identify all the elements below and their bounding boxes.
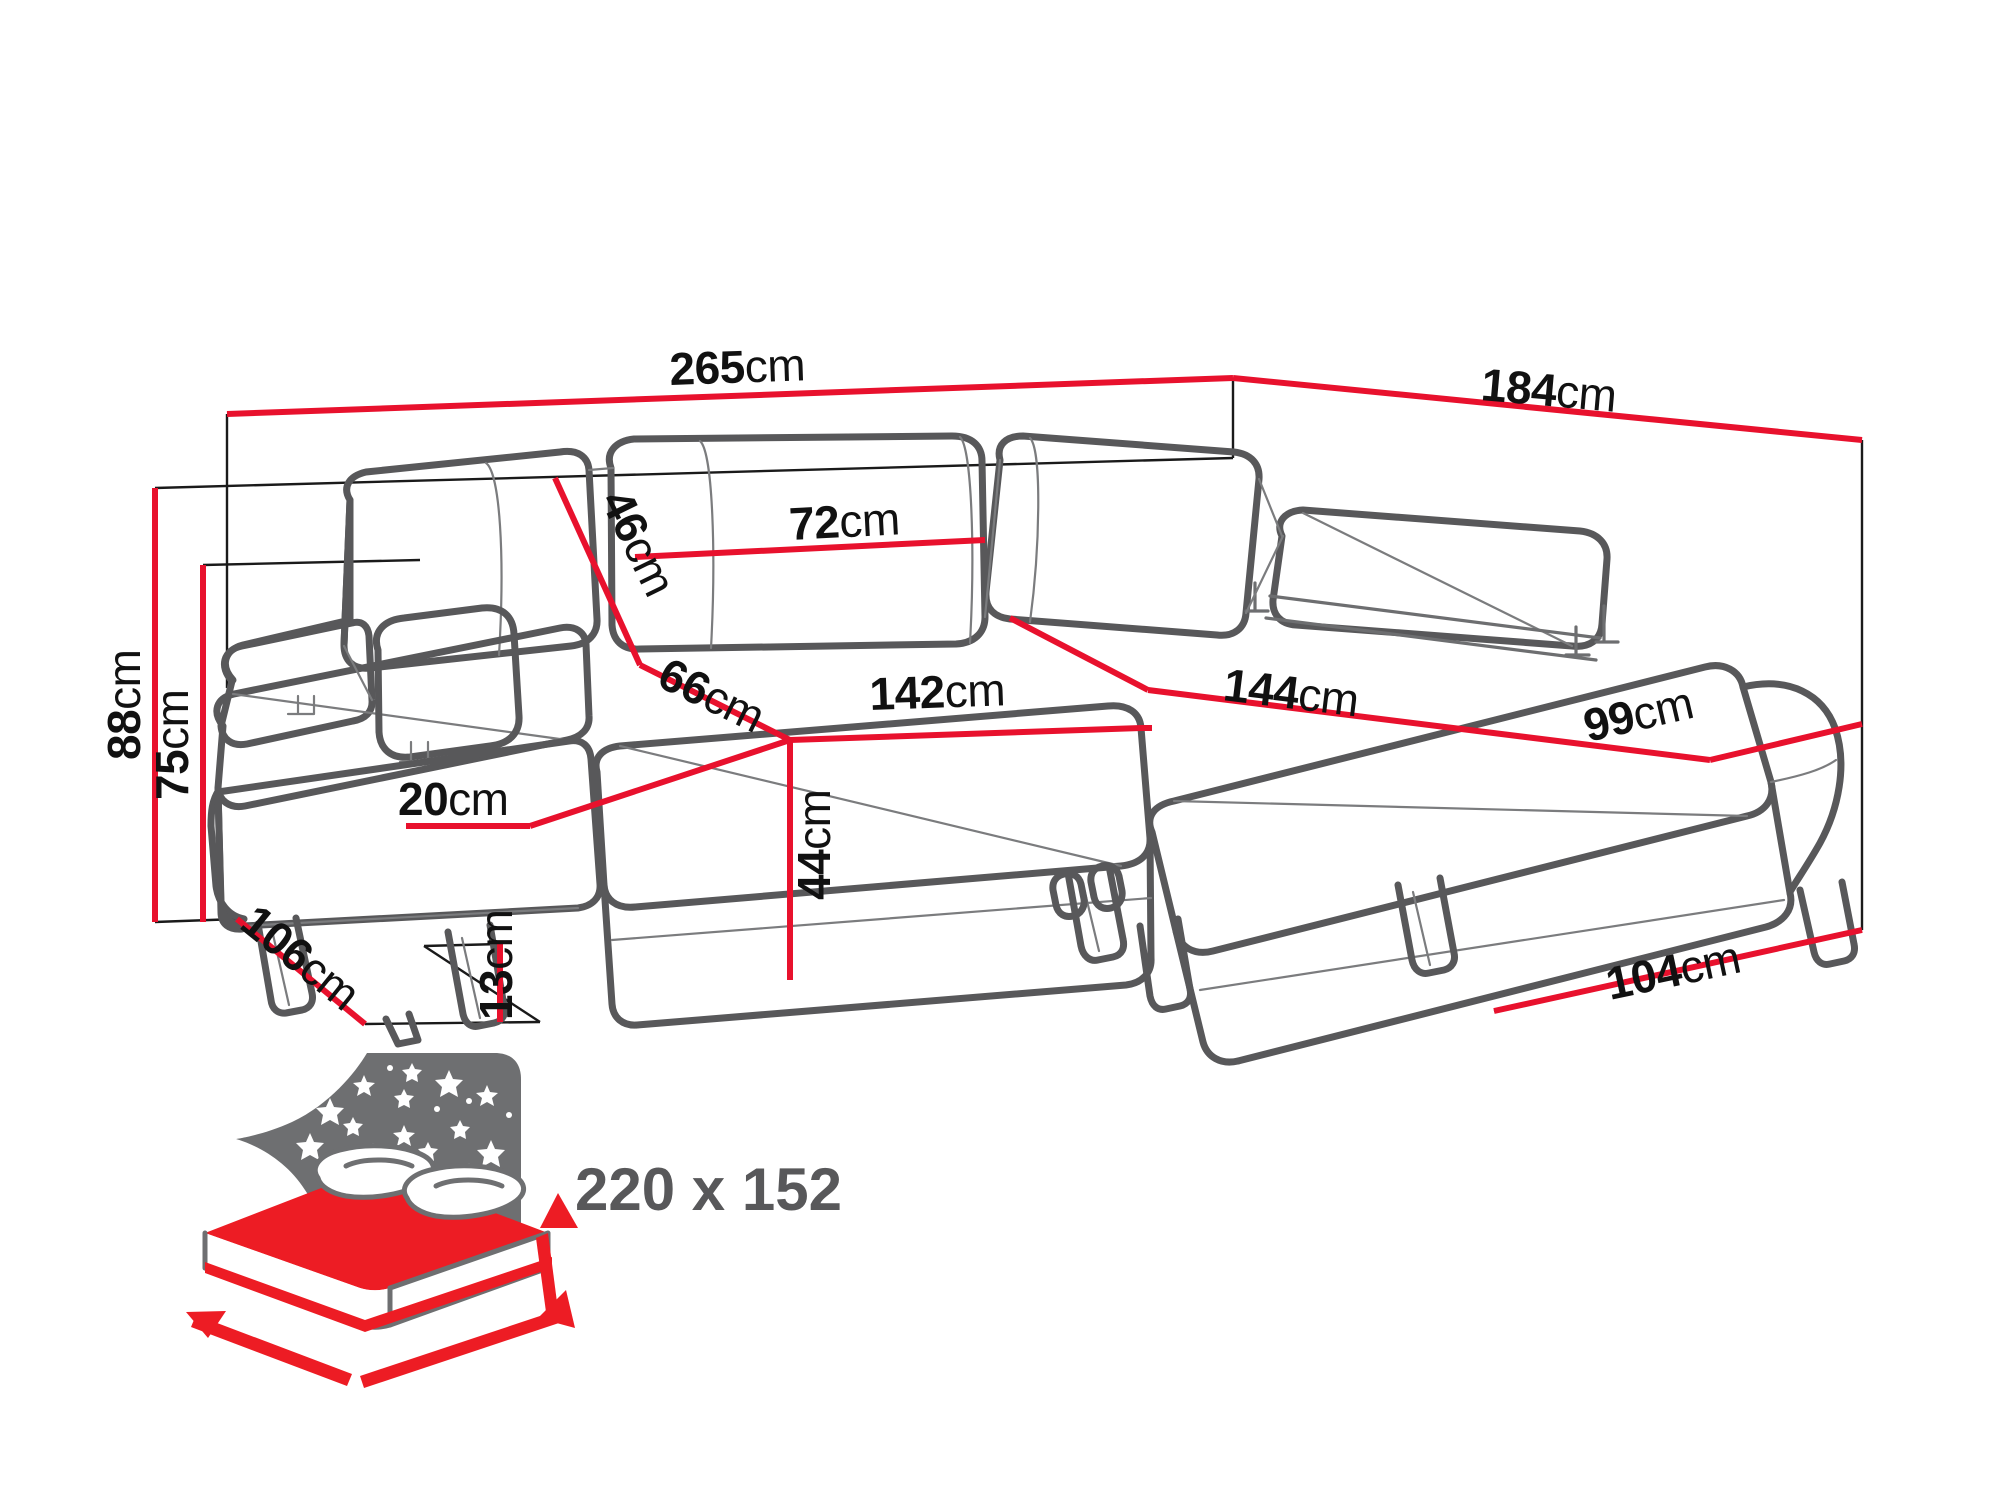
backrest-post-a xyxy=(1244,581,1270,613)
dimline-corner-link xyxy=(1008,615,1150,693)
mattress-arrow-bottom xyxy=(360,1310,562,1388)
seat-block-main xyxy=(214,737,604,930)
dimline-66 xyxy=(638,662,792,743)
connector-hook-a xyxy=(1049,870,1088,920)
label-265: 265cm xyxy=(669,338,806,395)
seat-front-face xyxy=(600,881,641,1029)
dimline-46 xyxy=(552,476,643,667)
backrest-post-b xyxy=(1564,625,1591,657)
mattress-arrow-left xyxy=(191,1315,352,1386)
dimline-265 xyxy=(226,375,1234,417)
label-88: 88cm xyxy=(98,650,150,761)
dimline-104 xyxy=(1493,927,1863,1014)
dimension-lines-red xyxy=(152,375,1863,1027)
sofa-drawing xyxy=(207,432,1858,1066)
connector-hook-b xyxy=(1087,862,1126,912)
dimline-142 xyxy=(789,725,1142,743)
label-66: 66cm xyxy=(651,647,773,742)
sleeping-area-label: 220 x 152 xyxy=(575,1156,842,1223)
bed-sleeping-function-icon: 220 x 152 xyxy=(186,1053,842,1388)
sofa-body-left xyxy=(207,786,248,923)
label-20: 20cm xyxy=(398,773,509,825)
mattress-arrow-left-head xyxy=(186,1311,226,1338)
armrest-left-slab xyxy=(213,623,593,811)
label-72: 72cm xyxy=(788,492,901,550)
chaise-end-round xyxy=(1739,680,1845,897)
backrest-cushion-right xyxy=(982,432,1263,639)
label-142: 142cm xyxy=(869,663,1006,720)
leg-chaise-front xyxy=(1394,874,1458,977)
label-99: 99cm xyxy=(1579,676,1698,752)
leg-corner-front xyxy=(444,921,509,1030)
leg-chaise-right xyxy=(1796,878,1858,968)
pillow-right xyxy=(404,1165,524,1218)
leg-front-left xyxy=(254,914,316,1017)
dimline-184 xyxy=(1232,375,1863,443)
dimline-106 xyxy=(235,916,367,1027)
dimline-20-ext xyxy=(529,737,791,829)
foot-arm-left-a xyxy=(286,694,316,716)
mattress-top xyxy=(205,1170,548,1291)
dimline-72 xyxy=(634,537,986,560)
mattress-side-front xyxy=(205,1233,390,1328)
leg-chaise-mid xyxy=(1064,862,1128,964)
mattress-arrow-up-head xyxy=(540,1193,578,1228)
backrest-post-c xyxy=(1594,604,1620,644)
chaise-frame-rail xyxy=(1268,594,1602,640)
label-13: 13cm xyxy=(470,910,522,1021)
label-44: 44cm xyxy=(788,790,840,901)
label-75: 75cm xyxy=(146,690,198,801)
armrest-left-top xyxy=(221,496,354,684)
mattress-base-band xyxy=(205,1257,552,1332)
label-106: 106cm xyxy=(232,894,370,1020)
label-144: 144cm xyxy=(1221,658,1362,726)
label-104: 104cm xyxy=(1601,931,1744,1010)
label-184: 184cm xyxy=(1479,358,1619,422)
chaise-side-face xyxy=(1172,927,1242,1066)
dimline-99 xyxy=(1709,721,1863,763)
leg-chaise-rear xyxy=(1136,915,1194,1013)
leg-left-rear xyxy=(382,1010,422,1048)
mattress-arrow-right-edge xyxy=(536,1233,558,1312)
dimline-144b xyxy=(1147,687,1711,763)
crescent-moon-icon xyxy=(236,1053,367,1139)
cushion-small-left xyxy=(373,604,523,761)
